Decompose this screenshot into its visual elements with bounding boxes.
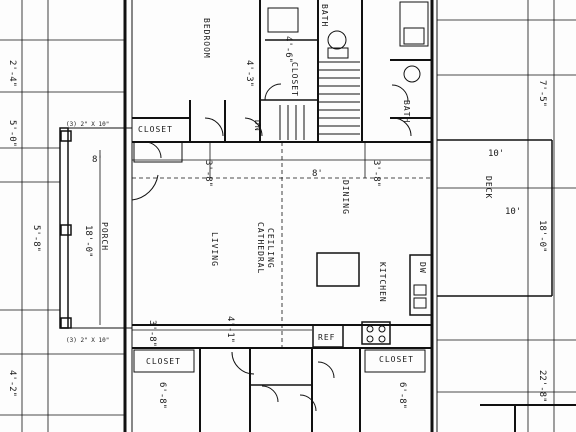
dim-bot-b: 4'-1"	[225, 316, 235, 343]
ceiling-label: CEILING	[266, 228, 275, 269]
closet-top-label: CLOSET	[290, 62, 299, 97]
dn-label: DN	[253, 120, 262, 132]
post-bottom-label: (3) 2" X 10"	[66, 337, 109, 344]
closet-left-label: CLOSET	[138, 125, 173, 134]
ref-label: REF	[318, 333, 335, 342]
dim-top-left-a: 2'-4"	[7, 60, 17, 87]
dim-din-a: 3'-8"	[371, 160, 381, 187]
room-porch-label: PORCH	[100, 222, 109, 251]
dim-bot-c: 6'-8"	[157, 382, 167, 409]
dim-deck-top: 10'	[488, 149, 504, 159]
room-bedroom-label: BEDROOM	[202, 18, 211, 59]
dim-deck-w: 10'	[505, 207, 521, 217]
dw-label: DW	[418, 262, 427, 274]
room-deck-label: DECK	[484, 176, 493, 199]
post-top-label: (3) 2" X 10"	[66, 121, 109, 128]
dim-right-top: 7'-5"	[537, 80, 547, 107]
closet-bottom-left-label: CLOSET	[146, 357, 181, 366]
dim-porch-h: 18'-0"	[83, 225, 93, 258]
room-bath-top-label: BATH	[320, 4, 329, 27]
room-bath-right-label: BATH	[402, 100, 411, 123]
room-dining-label: DINING	[341, 180, 350, 215]
dim-liv-a: 3'-8"	[203, 160, 213, 187]
dim-top-left-b: 5'-0"	[7, 120, 17, 147]
dim-left-low: 4'-2"	[7, 370, 17, 397]
dim-stair-a: 4'-3"	[244, 60, 254, 87]
room-kitchen-label: KITCHEN	[378, 262, 387, 303]
dim-left-mid: 5'-8"	[31, 225, 41, 252]
dim-right-mid: 18'-0"	[537, 220, 547, 253]
dim-stair-b: 4'-6"	[283, 36, 293, 63]
dim-right-low: 22'-8"	[537, 370, 547, 403]
cathedral-label: CATHEDRAL	[256, 222, 265, 274]
dim-bot-a: 3'-8"	[147, 320, 157, 347]
dim-liv-b: 8'	[312, 169, 323, 179]
dim-porch-w: 8'	[92, 155, 103, 165]
closet-bottom-right-label: CLOSET	[379, 355, 414, 364]
dim-bot-d: 6'-8"	[397, 382, 407, 409]
room-living-label: LIVING	[210, 232, 219, 267]
